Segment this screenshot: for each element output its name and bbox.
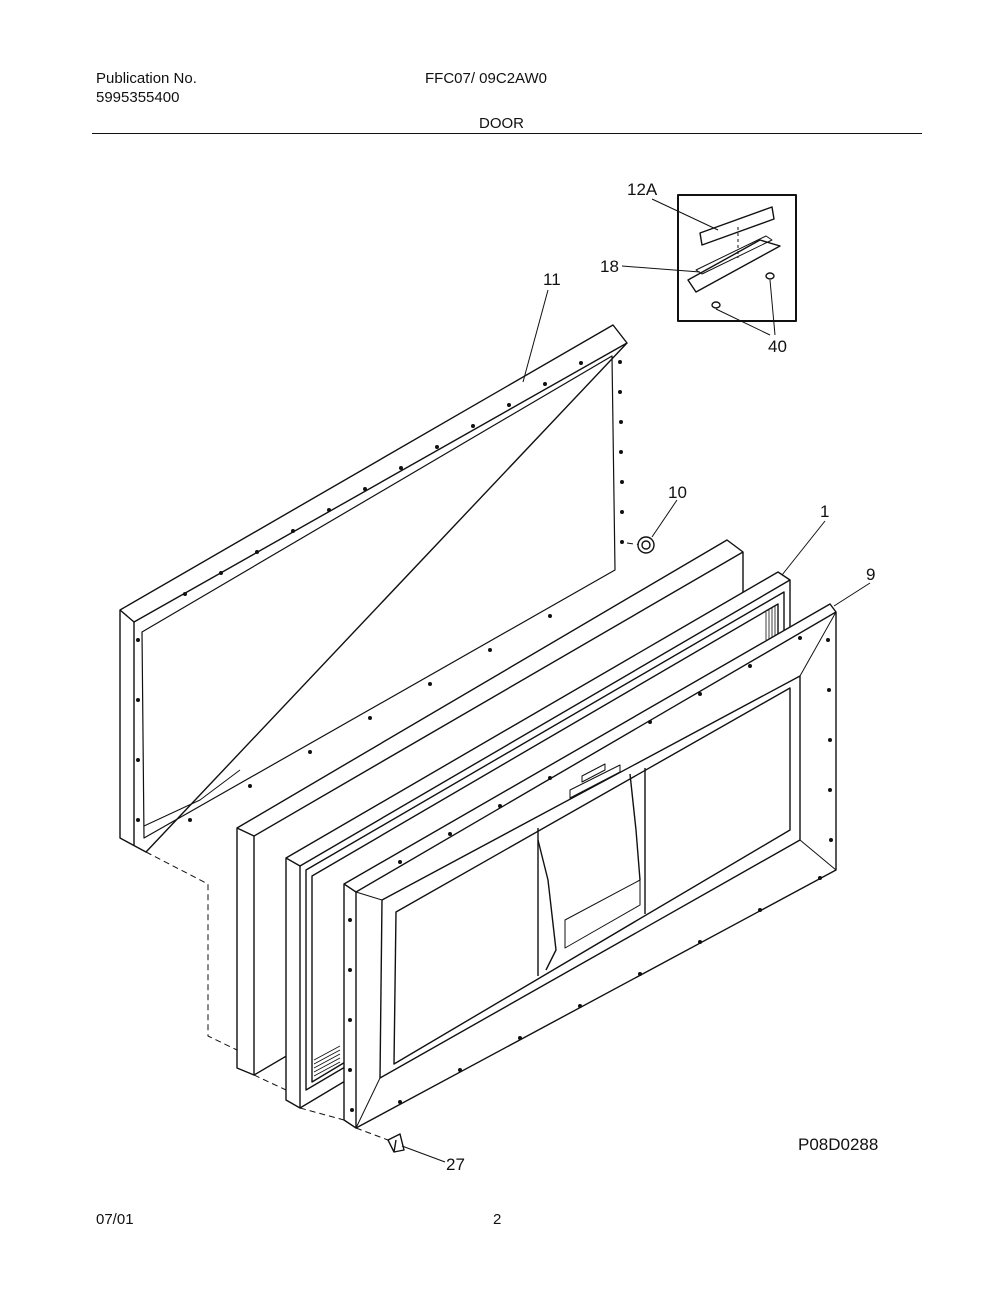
callout-10: 10 [668, 483, 687, 502]
publication-number: 5995355400 [96, 89, 180, 106]
model-number: FFC07/ 09C2AW0 [425, 70, 547, 87]
outer-panel-screw-holes [348, 636, 833, 1112]
liner-screw-holes [136, 360, 624, 822]
door-bumper [637, 536, 655, 554]
push-pin-fastener [387, 1133, 405, 1153]
handle-inset-box [677, 194, 797, 322]
callout-27: 27 [446, 1155, 465, 1174]
callout-11: 11 [543, 270, 561, 289]
header-divider [92, 133, 922, 134]
footer-date: 07/01 [96, 1211, 134, 1228]
leader-lines [401, 198, 871, 1163]
page-number: 2 [493, 1211, 502, 1228]
drawing-code: P08D0288 [798, 1135, 878, 1154]
outer-door-panel [343, 603, 837, 1129]
callout-12a: 12A [627, 180, 658, 199]
callout-1: 1 [820, 502, 829, 521]
section-title: DOOR [479, 115, 524, 132]
callout-9: 9 [866, 565, 875, 584]
door-liner-panel [119, 324, 628, 853]
publication-label: Publication No. [96, 70, 197, 87]
callout-40: 40 [768, 337, 787, 356]
callout-18: 18 [600, 257, 619, 276]
